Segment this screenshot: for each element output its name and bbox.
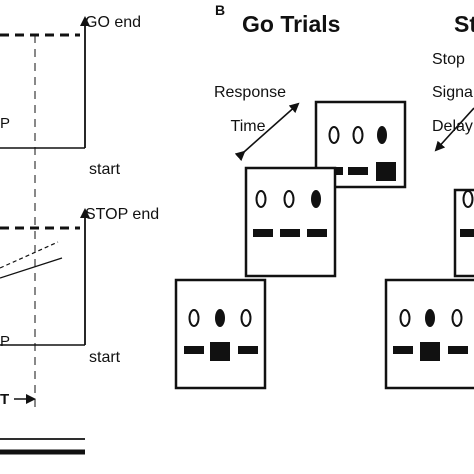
go-end-label: GO end: [85, 14, 141, 31]
panel-a: GO end start P STOP end start P T: [0, 14, 159, 455]
panel-b-letter: B: [215, 2, 225, 18]
stop-circle-3: [451, 309, 463, 327]
response-time-arrow: [234, 102, 300, 162]
stop-rate-line: [0, 257, 63, 279]
stop-circle-1: [399, 309, 411, 327]
go-circle-1: [255, 190, 267, 208]
go-circle-2: [283, 190, 295, 208]
go-screen-front: [174, 278, 267, 390]
go-screen-middle: [244, 166, 337, 278]
go-key-1: [184, 346, 204, 354]
go-circle-3-filled: [377, 126, 387, 144]
go-start-label: start: [89, 161, 121, 178]
go-circle-1: [328, 126, 340, 144]
panel-b: B Go Trials Response Time: [174, 2, 407, 390]
stop-rate-dashed: [0, 241, 59, 269]
go-circle-2: [352, 126, 364, 144]
stop-signal-delay-arrow: [434, 107, 474, 152]
response-time-label-line1: Response: [214, 84, 286, 101]
stop-screen-front: [384, 278, 474, 390]
go-key-3: [307, 229, 327, 237]
stop-start-label: start: [89, 349, 121, 366]
go-key-2: [348, 167, 368, 175]
go-circle-3: [240, 309, 252, 327]
panel-c: St Stop Signa Delay: [384, 11, 474, 390]
go-cut-label: P: [0, 115, 10, 132]
go-circle-1: [188, 309, 200, 327]
panel-c-title-cut: St: [454, 11, 474, 37]
go-key-1: [253, 229, 273, 237]
stop-key-2-pressed: [420, 342, 440, 361]
stop-key-1: [393, 346, 413, 354]
stop-circle-1: [462, 190, 474, 208]
go-key-3: [238, 346, 258, 354]
stop-signal-delay-line1: Stop: [432, 51, 465, 68]
stop-circle-2-filled: [425, 309, 435, 327]
go-key-2-pressed: [210, 342, 230, 361]
go-circle-2-filled: [215, 309, 225, 327]
stop-screen-middle: [453, 188, 474, 278]
ssrt-cut-label: T: [0, 391, 9, 408]
go-key-3-pressed: [376, 162, 396, 181]
stop-key-3: [448, 346, 468, 354]
panel-b-title: Go Trials: [242, 11, 340, 37]
stop-signal-delay-line2: Signa: [432, 84, 473, 101]
stop-cut-label: P: [0, 333, 10, 350]
stop-end-label: STOP end: [85, 206, 159, 223]
go-key-2: [280, 229, 300, 237]
stop-key-1: [460, 229, 474, 237]
stop-signal-delay-line3: Delay: [432, 118, 473, 135]
go-circle-3-filled: [311, 190, 321, 208]
response-time-label-line2: Time: [231, 118, 266, 135]
